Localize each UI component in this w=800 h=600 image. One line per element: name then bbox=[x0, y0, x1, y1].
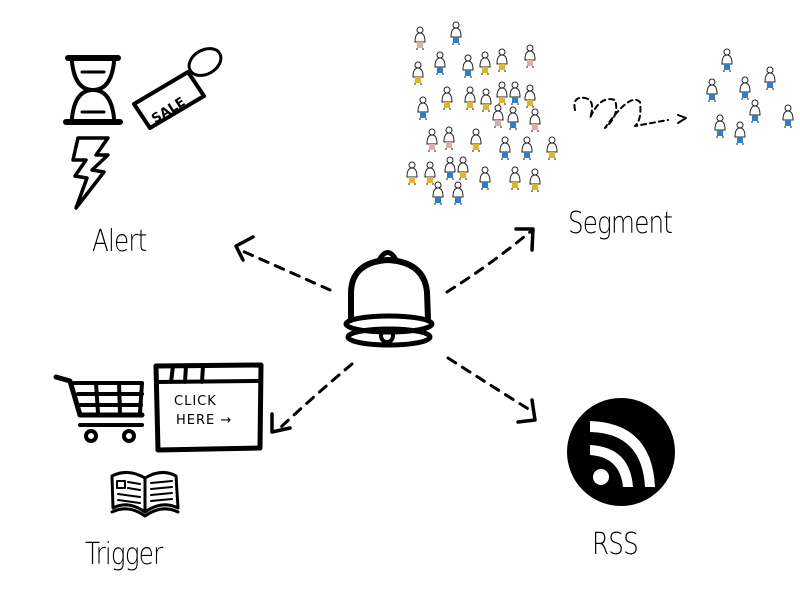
person-figure bbox=[509, 81, 521, 105]
person-figure bbox=[444, 156, 456, 180]
browser-window-icon[interactable]: CLICK HERE → bbox=[153, 362, 264, 453]
cart-icon bbox=[53, 374, 145, 443]
person-figure bbox=[782, 104, 794, 128]
person-figure bbox=[529, 168, 541, 192]
person-figure bbox=[492, 104, 504, 128]
person-figure bbox=[529, 108, 541, 132]
person-figure bbox=[414, 26, 426, 50]
person-figure bbox=[524, 84, 536, 108]
loop-arrow-icon bbox=[573, 96, 687, 129]
arrow-to-trigger bbox=[270, 362, 354, 434]
arrow-to-alert bbox=[234, 235, 332, 292]
person-figure bbox=[450, 21, 462, 45]
person-figure bbox=[714, 114, 726, 138]
crowd-icon bbox=[406, 21, 558, 205]
person-figure bbox=[426, 128, 438, 152]
person-figure bbox=[721, 48, 733, 72]
person-figure bbox=[441, 86, 453, 110]
person-figure bbox=[434, 51, 446, 75]
book-icon bbox=[110, 471, 180, 518]
label-rss: RSS bbox=[592, 527, 639, 562]
label-segment: Segment bbox=[568, 206, 673, 241]
label-trigger: Trigger bbox=[85, 537, 163, 572]
person-figure bbox=[706, 78, 718, 102]
person-figure bbox=[464, 86, 476, 110]
rss-icon[interactable] bbox=[567, 398, 675, 506]
person-figure bbox=[452, 181, 464, 205]
person-figure bbox=[432, 181, 444, 205]
click-here-line2: HERE → bbox=[176, 413, 232, 428]
person-figure bbox=[443, 126, 455, 150]
lightning-icon bbox=[71, 136, 110, 210]
person-figure bbox=[507, 106, 519, 130]
person-figure bbox=[764, 66, 776, 90]
person-figure bbox=[479, 51, 491, 75]
bell-icon bbox=[343, 250, 435, 348]
hourglass-icon bbox=[63, 55, 123, 125]
person-figure bbox=[424, 161, 436, 185]
label-alert: Alert bbox=[92, 224, 147, 259]
arrow-to-rss bbox=[446, 356, 537, 424]
person-figure bbox=[524, 44, 536, 68]
person-figure bbox=[470, 128, 482, 152]
person-figure bbox=[521, 136, 533, 160]
person-figure bbox=[479, 166, 491, 190]
person-figure bbox=[499, 136, 511, 160]
person-figure bbox=[412, 61, 424, 85]
person-figure bbox=[457, 156, 469, 180]
arrow-to-segment bbox=[445, 227, 535, 294]
person-figure bbox=[509, 166, 521, 190]
person-figure bbox=[480, 88, 492, 112]
person-figure bbox=[496, 81, 508, 105]
person-figure bbox=[462, 54, 474, 78]
sale-tag-text: SALE bbox=[149, 95, 188, 127]
person-figure bbox=[406, 161, 418, 185]
person-figure bbox=[496, 48, 508, 72]
click-here-line1: CLICK bbox=[174, 394, 217, 409]
small-group-icon bbox=[706, 48, 794, 145]
person-figure bbox=[546, 136, 558, 160]
sale-tag-icon: SALE bbox=[132, 47, 223, 130]
person-figure bbox=[739, 76, 751, 100]
person-figure bbox=[417, 96, 429, 120]
person-figure bbox=[749, 99, 761, 123]
person-figure bbox=[734, 121, 746, 145]
